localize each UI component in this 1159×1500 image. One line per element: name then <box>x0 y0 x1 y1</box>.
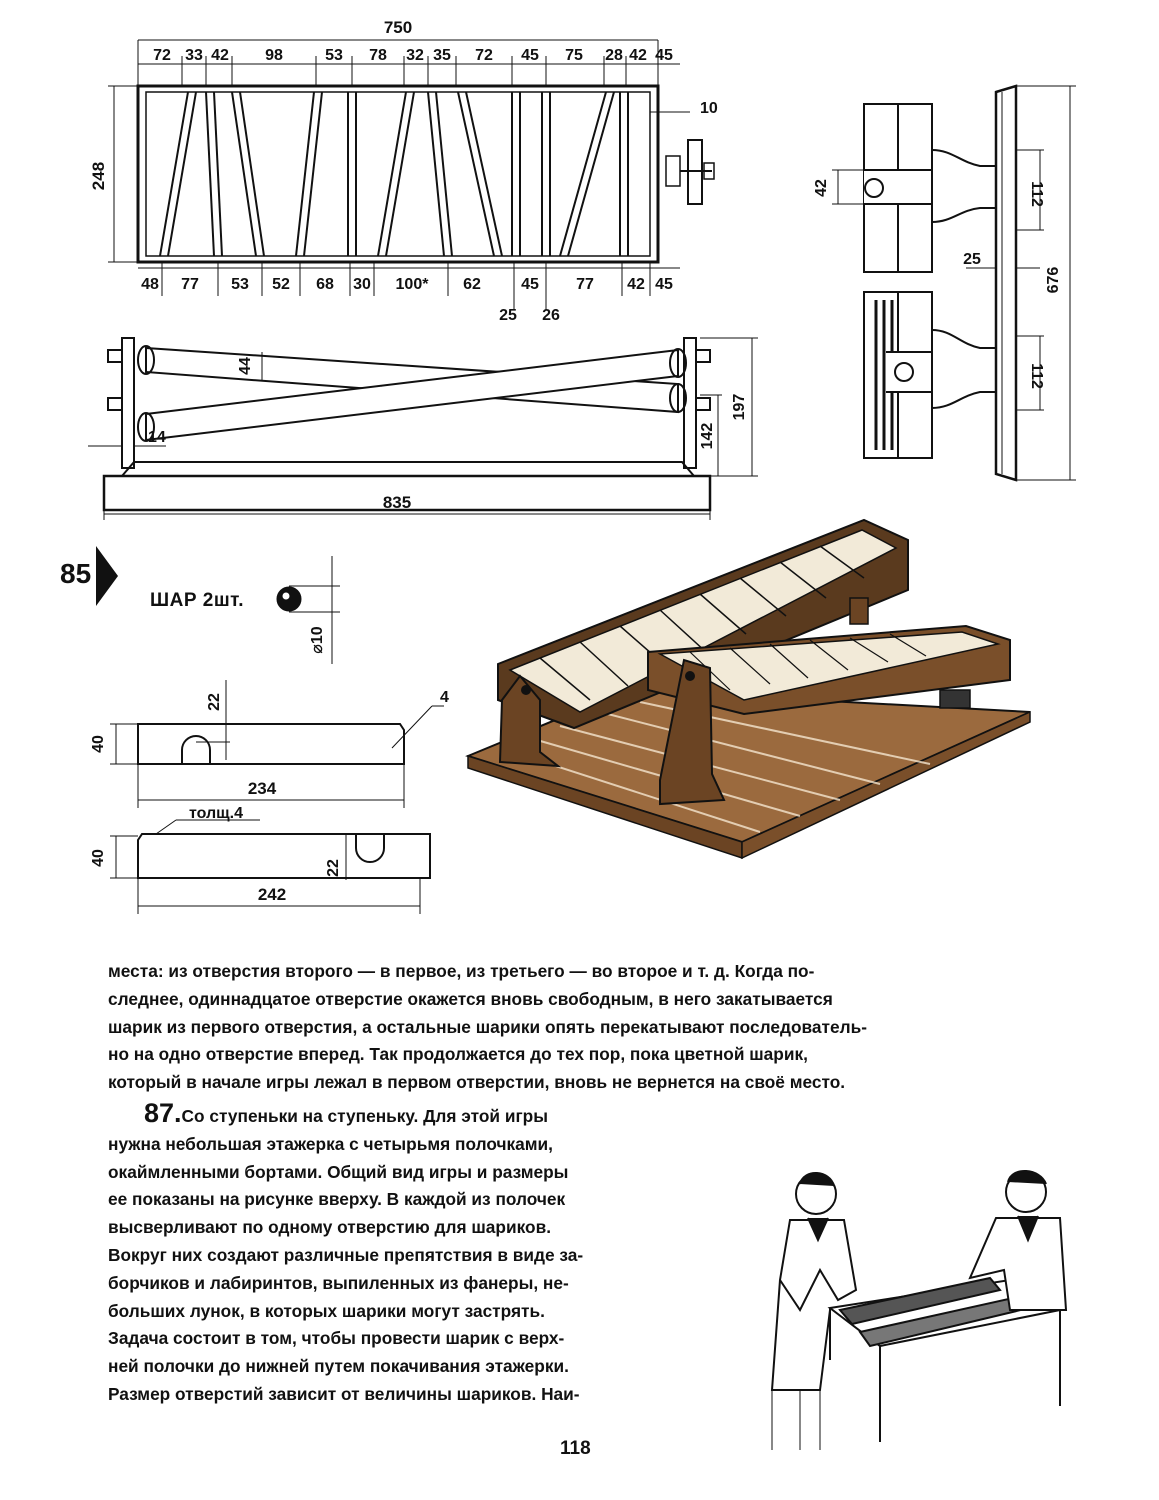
bottom-dims: 48 77 53 52 68 30 100* 62 45 77 42 45 25… <box>141 276 673 324</box>
ball-label: ШАР 2шт. <box>150 590 245 611</box>
top-dim: 35 <box>433 47 451 64</box>
part-b-slot: 22 <box>325 859 342 877</box>
top-dims: 72 33 42 98 53 78 32 35 72 45 75 28 42 4… <box>153 47 673 64</box>
top-dim: 32 <box>406 47 424 64</box>
text-line: ней полочки до нижней путем покачивания … <box>108 1356 569 1377</box>
text-line: ее показаны на рисунке вверху. В каждой … <box>108 1189 566 1210</box>
bottom-dim: 77 <box>181 276 199 293</box>
bottom-dim: 48 <box>141 276 159 293</box>
text-line: больших лунок, в которых шарики могут за… <box>108 1300 545 1321</box>
bottom-extra-dim: 25 <box>499 307 517 324</box>
text-line: шарик из первого отверстия, а остальные … <box>108 1016 867 1037</box>
top-dim: 72 <box>475 47 493 64</box>
bottom-dim: 62 <box>463 276 481 293</box>
text-line: Размер отверстий зависит от величины шар… <box>108 1383 580 1404</box>
section-number: 87. <box>144 1098 182 1128</box>
post-thickness-dim: 14 <box>148 429 166 446</box>
top-dim: 33 <box>185 47 203 64</box>
top-dim: 98 <box>265 47 283 64</box>
text-line: Вокруг них создают различные препятствия… <box>108 1244 584 1265</box>
end-dim-112-top: 112 <box>1028 181 1045 207</box>
text-line: борчиков и лабиринтов, выпиленных из фан… <box>108 1272 569 1293</box>
end-dim-42: 42 <box>813 179 830 197</box>
section-title: Со ступеньки на ступеньку. <box>181 1106 419 1126</box>
part-b-thickness-label: толщ.4 <box>189 805 243 822</box>
part-b <box>110 819 431 914</box>
top-height: 248 <box>89 162 108 190</box>
boys-playing-illustration <box>770 1170 1068 1450</box>
bottom-dim: 45 <box>655 276 673 293</box>
side-gap-dim: 10 <box>700 100 718 117</box>
end-dim-112-bottom: 112 <box>1028 363 1045 389</box>
text-line: места: из отверстия второго — в первое, … <box>108 961 815 981</box>
top-dim: 53 <box>325 47 343 64</box>
ball-drawing <box>276 556 340 664</box>
figure-arrow-icon <box>96 546 118 606</box>
text-line: Задача состоит в том, чтобы провести шар… <box>108 1328 565 1349</box>
text-run: Для этой игры <box>418 1106 548 1126</box>
bottom-dim: 77 <box>576 276 594 293</box>
part-a-slot: 22 <box>206 693 223 711</box>
technical-drawing: 750 248 10 72 33 42 98 53 78 32 35 72 45… <box>88 18 1076 914</box>
page-number: 118 <box>560 1438 591 1459</box>
top-dim: 45 <box>521 47 539 64</box>
end-total-height: 676 <box>1045 267 1062 294</box>
top-dim: 42 <box>211 47 229 64</box>
paragraph-87: 87.Со ступеньки на ступеньку. Для этой и… <box>108 1098 728 1409</box>
game-illustration <box>465 518 1031 860</box>
text-line: окаймленными бортами. Общий вид игры и р… <box>108 1161 569 1182</box>
roll-thickness-dim: 44 <box>237 357 254 375</box>
top-dim: 75 <box>565 47 583 64</box>
bottom-dim: 53 <box>231 276 249 293</box>
base-length-dim: 835 <box>383 493 411 512</box>
side-view <box>88 337 758 520</box>
top-dim: 72 <box>153 47 171 64</box>
text-line: нужна небольшая этажерка с четырьмя поло… <box>108 1133 553 1154</box>
bottom-dim: 52 <box>272 276 290 293</box>
end-dim-25: 25 <box>963 251 981 268</box>
paragraph-continuation: места: из отверстия второго — в первое, … <box>108 958 1070 1097</box>
part-a-thickness: 4 <box>440 689 449 706</box>
total-height-dim: 197 <box>731 394 748 421</box>
part-b-height: 40 <box>90 849 107 867</box>
top-dim: 45 <box>655 47 673 64</box>
bottom-extra-dim: 26 <box>542 307 560 324</box>
bottom-dim: 42 <box>627 276 645 293</box>
top-dim: 28 <box>605 47 623 64</box>
text-line: который в начале игры лежал в первом отв… <box>108 1072 846 1093</box>
bottom-dim: 30 <box>353 276 371 293</box>
end-view <box>832 84 1076 482</box>
top-view <box>108 39 715 310</box>
part-a-length: 234 <box>248 779 277 798</box>
text-line: но на одно отверстие вперед. Так продолж… <box>108 1044 808 1065</box>
text-line: следнее, одиннадцатое отверстие окажется… <box>108 988 833 1009</box>
part-a-height: 40 <box>90 735 107 753</box>
axle-height-dim: 142 <box>699 423 716 450</box>
top-dim: 78 <box>369 47 387 64</box>
bottom-dim: 45 <box>521 276 539 293</box>
part-b-length: 242 <box>258 885 286 904</box>
bottom-dim: 100* <box>396 276 430 293</box>
text-line: высверливают по одному отверстию для шар… <box>108 1217 551 1238</box>
part-a <box>110 680 444 808</box>
top-dim: 42 <box>629 47 647 64</box>
ball-diameter-dim: ⌀10 <box>309 626 326 654</box>
paragraph-87-first-line: 87.Со ступеньки на ступеньку. Для этой и… <box>108 1098 728 1131</box>
bottom-dim: 68 <box>316 276 334 293</box>
top-overall-width: 750 <box>384 18 412 37</box>
figure-number: 85 <box>60 558 92 589</box>
